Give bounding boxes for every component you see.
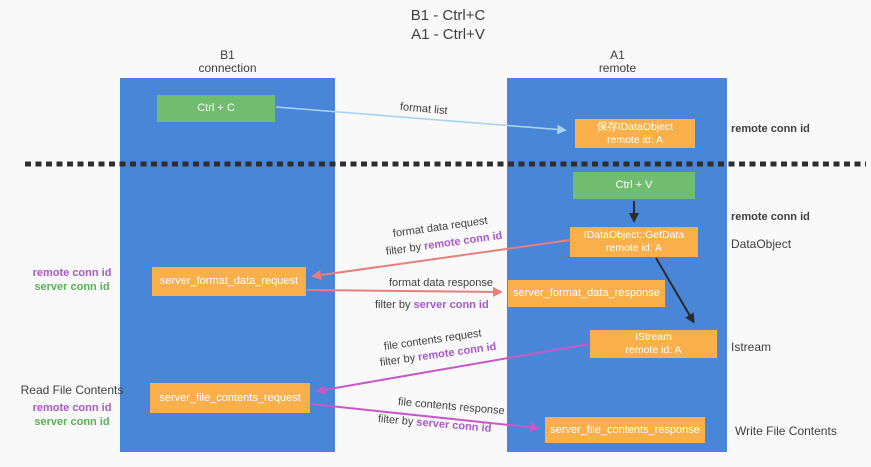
server-format-data-request-box: server_format_data_request [152,267,306,296]
format-data-response-label: format data response [389,277,493,289]
filter-by-prefix: filter by [379,351,419,369]
remote-conn-id-label-mid-right: remote conn id [731,211,810,223]
ctrl-v-box: Ctrl + V [573,172,695,199]
left-conn-id-group-1: remote conn id server conn id [16,266,128,294]
save-dataobject-line2: remote id: A [606,133,664,146]
server-conn-id-label-left-2: server conn id [34,416,110,428]
server-conn-id-label-left-1: server conn id [34,281,110,293]
lifeline-header-right: A1 remote [510,49,725,75]
remote-conn-id-label-left-2: remote conn id [32,402,112,414]
filter-by-prefix: filter by [375,299,414,311]
server-conn-id-text: server conn id [415,416,492,435]
server-file-contents-response-label: server_file_contents_response [550,423,700,436]
lifeline-right-role: remote [598,61,637,75]
read-file-contents-label: Read File Contents [20,383,124,397]
filter-by-prefix: filter by [377,413,417,429]
getdata-line1: IDataObject::GetData [583,229,685,241]
save-dataobject-line1: 保存IDataObject [596,120,674,133]
lifeline-right-name: A1 [610,48,625,62]
file-contents-response-label: file contents response [397,396,506,418]
istream-line2: remote id: A [625,344,682,356]
getdata-line2: remote id: A [605,242,663,254]
ctrl-v-label: Ctrl + V [615,179,653,191]
server-conn-id-text: server conn id [413,299,489,311]
istream-side-label: Istream [731,340,772,354]
lifeline-left-role: connection [198,61,257,75]
filter-by-server-label-2: filter by server conn id [377,413,491,435]
format-data-response-arrow [306,286,503,297]
diagram-title-line1: B1 - Ctrl+C [410,7,486,24]
istream-box: IStream remote id: A [590,330,717,358]
save-dataobject-box: 保存IDataObject remote id: A [575,119,695,148]
lifeline-header-left: B1 connection [120,49,335,75]
ctrl-c-label: Ctrl + C [197,102,235,114]
diagram-title: B1 - Ctrl+C A1 - Ctrl+V [348,6,548,44]
diagram-title-line2: A1 - Ctrl+V [411,26,485,43]
server-file-contents-request-label: server_file_contents_request [159,391,301,404]
filter-by-prefix: filter by [385,240,425,258]
getdata-box: IDataObject::GetData remote id: A [570,227,698,257]
dataobject-label: DataObject [731,237,792,251]
filter-by-server-label-1: filter by server conn id [375,299,489,311]
server-format-data-response-box: server_format_data_response [508,280,665,307]
write-file-contents-label: Write File Contents [735,424,837,438]
server-file-contents-request-box: server_file_contents_request [150,383,310,413]
ctrl-c-box: Ctrl + C [157,95,275,122]
server-file-contents-response-box: server_file_contents_response [545,417,705,443]
format-list-label: format list [399,101,449,118]
remote-conn-id-label-top-right: remote conn id [731,123,810,135]
server-format-data-request-label: server_format_data_request [159,275,299,287]
left-conn-id-group-2: Read File Contents remote conn id server… [16,383,128,429]
istream-line1: IStream [635,331,672,343]
lifeline-left-name: B1 [220,48,235,62]
remote-conn-id-label-left-1: remote conn id [32,267,112,279]
server-format-data-response-label: server_format_data_response [513,287,660,299]
